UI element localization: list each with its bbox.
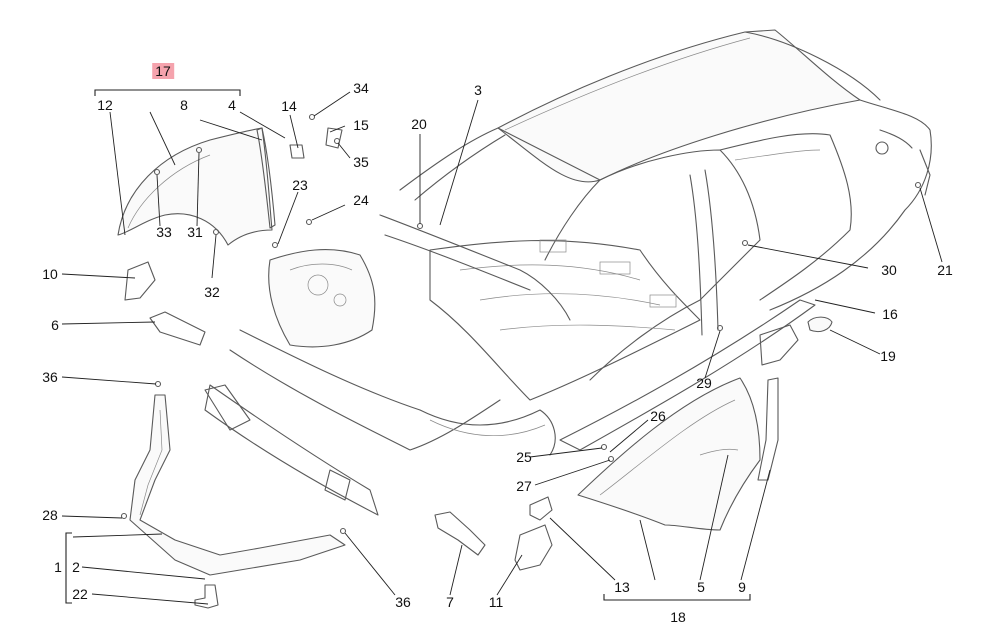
callout-8[interactable]: 8 <box>180 97 188 113</box>
callout-10[interactable]: 10 <box>42 266 58 282</box>
bracket-6 <box>149 311 206 346</box>
group-bracket-17 <box>94 89 241 96</box>
callout-7[interactable]: 7 <box>446 594 454 610</box>
callout-19[interactable]: 19 <box>880 348 896 364</box>
callout-34[interactable]: 34 <box>353 80 369 96</box>
callout-13[interactable]: 13 <box>614 579 630 595</box>
callout-28[interactable]: 28 <box>42 507 58 523</box>
bracket-right-upper <box>759 324 799 366</box>
callout-20[interactable]: 20 <box>411 116 427 132</box>
callout-27[interactable]: 27 <box>516 478 532 494</box>
group-bracket-1 <box>65 532 72 604</box>
callout-2[interactable]: 2 <box>72 559 80 575</box>
callout-6[interactable]: 6 <box>51 317 59 333</box>
callout-21[interactable]: 21 <box>937 262 953 278</box>
fender-bracket-14 <box>289 127 343 159</box>
callout-25[interactable]: 25 <box>516 449 532 465</box>
callout-4[interactable]: 4 <box>228 97 236 113</box>
callout-18[interactable]: 18 <box>670 609 686 625</box>
front-fender-right-18 <box>577 377 761 531</box>
callout-29[interactable]: 29 <box>696 375 712 391</box>
callout-16[interactable]: 16 <box>882 306 898 322</box>
callout-15[interactable]: 15 <box>353 117 369 133</box>
callout-1[interactable]: 1 <box>54 559 62 575</box>
callout-23[interactable]: 23 <box>292 177 308 193</box>
callout-36-bottom[interactable]: 36 <box>395 594 411 610</box>
callout-9[interactable]: 9 <box>738 579 746 595</box>
fender-trim-strip <box>256 127 276 229</box>
front-fender-left <box>117 127 273 246</box>
callout-3[interactable]: 3 <box>474 82 482 98</box>
body-shell <box>204 29 932 516</box>
callout-11[interactable]: 11 <box>488 594 504 610</box>
callout-14[interactable]: 14 <box>281 98 297 114</box>
bracket-11 <box>514 524 553 571</box>
bracket-13 <box>529 496 553 521</box>
bracket-7 <box>434 511 486 556</box>
bracket-22 <box>194 584 219 609</box>
callout-36-left[interactable]: 36 <box>42 369 58 385</box>
fender-trim-9 <box>757 377 779 481</box>
front-crash-member-1 <box>129 394 346 576</box>
callout-17-highlighted[interactable]: 17 <box>152 63 174 79</box>
callout-22[interactable]: 22 <box>72 586 88 602</box>
group-bracket-18 <box>603 594 751 601</box>
callout-31[interactable]: 31 <box>187 224 203 240</box>
bracket-10 <box>124 261 156 301</box>
callout-32[interactable]: 32 <box>204 284 220 300</box>
callout-5[interactable]: 5 <box>697 579 705 595</box>
callout-24[interactable]: 24 <box>353 192 369 208</box>
callout-33[interactable]: 33 <box>156 224 172 240</box>
callout-30[interactable]: 30 <box>881 262 897 278</box>
leader-lines <box>61 91 943 605</box>
callout-12[interactable]: 12 <box>97 97 113 113</box>
callout-35[interactable]: 35 <box>353 154 369 170</box>
cap-19 <box>807 316 833 333</box>
callout-26[interactable]: 26 <box>650 408 666 424</box>
